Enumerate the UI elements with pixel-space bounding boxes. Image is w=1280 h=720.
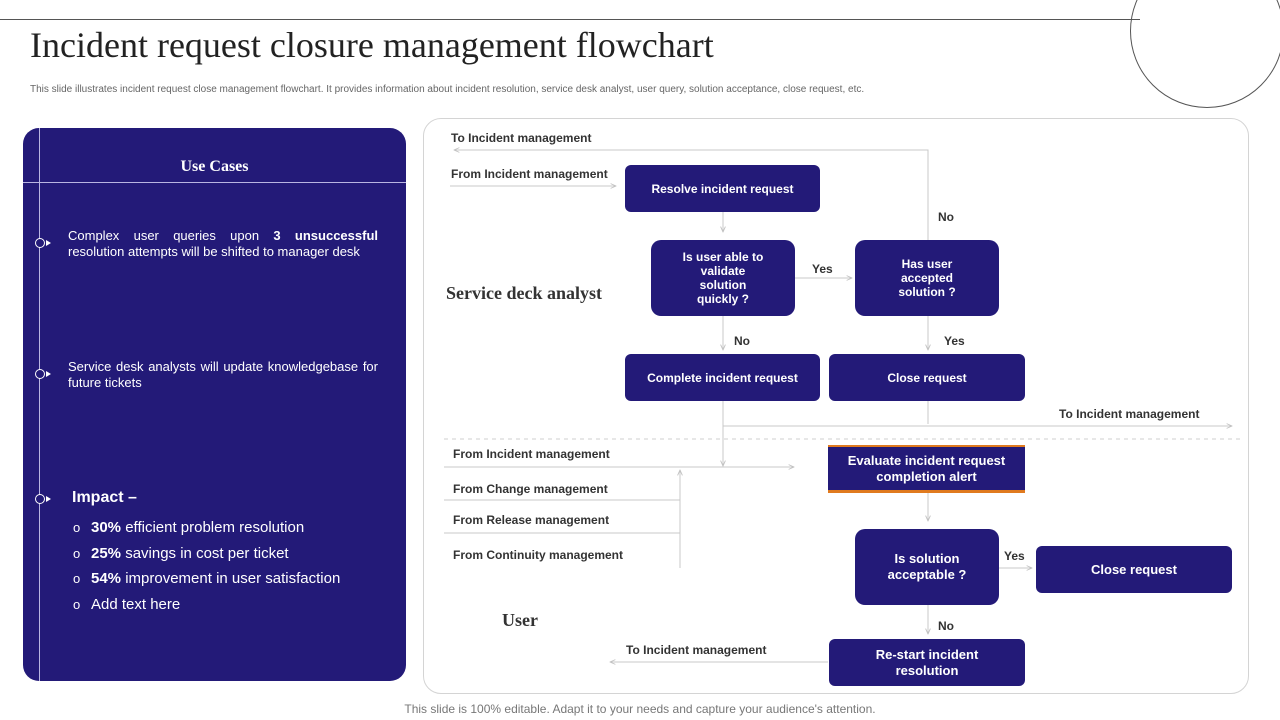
- timeline-bullet-icon: [35, 494, 51, 504]
- circle-bullet-icon: o: [73, 520, 81, 535]
- label-from-release-management: From Release management: [453, 513, 610, 527]
- label-yes: Yes: [812, 262, 833, 276]
- impact-value: 54%: [91, 570, 122, 587]
- use-case-1-text-bold: 3 unsuccessful: [273, 228, 378, 243]
- flowchart-panel: [423, 118, 1249, 694]
- node-close-request-user: Close request: [1036, 546, 1232, 593]
- use-cases-panel: Use Cases Complex user queries upon 3 un…: [23, 128, 406, 681]
- impact-item: o 30% efficient problem resolution: [73, 519, 304, 536]
- use-cases-title: Use Cases: [180, 158, 249, 175]
- timeline-bullet-icon: [35, 369, 51, 379]
- impact-value: 25%: [91, 545, 122, 562]
- node-close-request: Close request: [829, 354, 1025, 401]
- label-yes: Yes: [944, 334, 965, 348]
- use-case-item-2: Service desk analysts will update knowle…: [68, 359, 378, 390]
- label-from-change-management: From Change management: [453, 482, 608, 496]
- page-subtitle: This slide illustrates incident request …: [30, 84, 865, 95]
- lane-title-service-desk-analyst: Service deck analyst: [446, 283, 602, 303]
- footer-note: This slide is 100% editable. Adapt it to…: [404, 702, 876, 716]
- use-cases-divider: [23, 182, 406, 183]
- label-no: No: [938, 619, 954, 633]
- impact-title: Impact –: [72, 489, 137, 506]
- label-from-continuity-management: From Continuity management: [453, 548, 624, 562]
- circle-bullet-icon: o: [73, 546, 81, 561]
- impact-item: o Add text here: [73, 596, 180, 613]
- label-to-incident-management: To Incident management: [626, 643, 767, 657]
- label-no: No: [734, 334, 750, 348]
- label-to-incident-management: To Incident management: [1059, 407, 1200, 421]
- impact-item: o 25% savings in cost per ticket: [73, 545, 289, 562]
- timeline-line: [39, 128, 40, 681]
- timeline-bullet-icon: [35, 238, 51, 248]
- use-case-item-1: Complex user queries upon 3 unsuccessful…: [68, 228, 378, 260]
- node-decision-user-accepted: Has user accepted solution ?: [855, 240, 999, 316]
- node-decision-user-validate: Is user able to validate solution quickl…: [651, 240, 795, 316]
- circle-bullet-icon: o: [73, 597, 81, 612]
- node-complete-incident-request: Complete incident request: [625, 354, 820, 401]
- lane-title-user: User: [502, 610, 538, 630]
- use-case-1-text-b: resolution attempts will be shifted to m…: [68, 244, 360, 259]
- label-from-incident-management: From Incident management: [453, 447, 610, 461]
- use-case-1-text-a: Complex user queries upon: [68, 228, 274, 243]
- impact-value: 30%: [91, 519, 122, 536]
- label-to-incident-management: To Incident management: [451, 131, 592, 145]
- top-divider-line: [0, 19, 1140, 20]
- impact-text: efficient problem resolution: [121, 519, 305, 536]
- impact-item: o 54% improvement in user satisfaction: [73, 570, 340, 587]
- impact-text: improvement in user satisfaction: [121, 570, 341, 587]
- impact-text: savings in cost per ticket: [121, 545, 289, 562]
- node-restart-incident-resolution: Re-start incident resolution: [829, 639, 1025, 686]
- label-from-incident-management: From Incident management: [451, 167, 608, 181]
- impact-text: Add text here: [91, 596, 181, 613]
- node-evaluate-completion-alert: Evaluate incident request completion ale…: [828, 445, 1025, 493]
- label-no: No: [938, 210, 954, 224]
- label-yes: Yes: [1004, 549, 1025, 563]
- page-title: Incident request closure management flow…: [30, 25, 714, 65]
- circle-bullet-icon: o: [73, 571, 81, 586]
- node-resolve-incident-request: Resolve incident request: [625, 165, 820, 212]
- node-decision-solution-acceptable: Is solution acceptable ?: [855, 529, 999, 605]
